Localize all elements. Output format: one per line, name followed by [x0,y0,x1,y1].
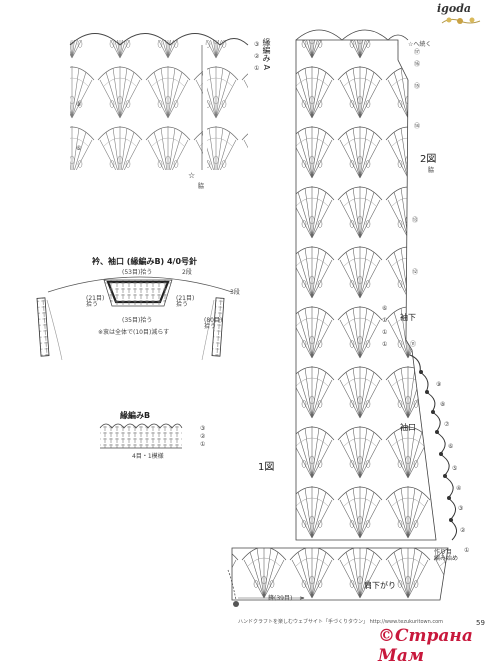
start-label: 作り目 編み始め [434,549,459,562]
flower-ornament-icon [440,15,482,27]
cuff-label: 袖口 [400,423,416,432]
panel-b-row-1: ① [200,441,206,448]
panel-b-chart [99,423,183,449]
panel-a-title: 緣編み A [262,38,271,71]
sleeve-side-label: (80目) 拾う [204,317,223,330]
row-marker-14: ⑭ [414,123,421,130]
footer-credit: ハンドクラフトを楽しむウェブサイト「手づくりタウン」 http://www.te… [238,619,444,625]
neck-bottom-count: (35目)拾う [122,317,153,324]
figure-1-label: 1図 [258,462,275,473]
panel-b-repeat-note: 4目・1模様 [132,453,164,460]
panel-a-row-3: ③ [254,41,260,48]
continue-label: ☆へ続く [408,41,432,48]
shoulder-label: 肩下がり [364,581,396,590]
figure-2-sub-label: 脇 [428,167,435,174]
page-number: 59 [476,619,485,627]
neck-note: ※衮は全体で(10目)減らす [98,329,170,336]
row-marker-8: ⑧ [440,401,446,408]
row-marker-16: ⑯ [414,61,421,68]
panel-a-marker-6: ⑥ [76,145,82,152]
main-figure [227,29,457,607]
row-marker-2: ② [460,527,466,534]
row-marker-13: ⑬ [412,217,419,224]
panel-a-row-1: ① [254,65,260,72]
neck-left-count: (21目) 拾う [86,295,105,308]
figure-2-label: 2図 [420,154,437,165]
neck-diagram [36,276,233,361]
site-watermark: ©Страна Мам [378,626,473,666]
neck-top-count: (53目)拾う [122,269,153,276]
sleeve-rounds-label: 3段 [230,289,240,296]
neck-right-count: (21目) 拾う [176,295,195,308]
chain-count-label: 鋒(39目) [268,595,293,602]
row-marker-17: ⑰ [414,49,421,56]
panel-b-title: 緣編みB [120,411,151,420]
row-marker-6: ⑥ [448,443,454,450]
neck-rounds-label: 2段 [182,269,192,276]
side-mark-1c: ① [382,341,388,348]
side-mark-1b: ① [382,329,388,336]
panel-a-chart [69,33,249,170]
row-marker-5: ⑤ [452,465,458,472]
panel-a-bottom-label: 脇 [198,183,205,190]
panel-a-row-2: ② [254,53,260,60]
sleeve-decrease-label: 袖下 [400,313,416,322]
brand-logo: igoda [437,2,472,15]
row-marker-1: ① [464,547,470,554]
panel-b-row-2: ② [200,433,206,440]
row-marker-15: ⑮ [414,83,421,90]
row-marker-4: ④ [456,485,462,492]
row-marker-11: ⑪ [410,341,417,348]
side-mark-1a: ① [382,317,388,324]
panel-a-marker-9: ⑨ [76,101,82,108]
panel-a-star: ☆ [188,171,196,180]
row-marker-7: ⑦ [444,421,450,428]
neck-title: 衿、袖口 (緣編みB) 4/0号針 [92,257,198,266]
crochet-chart [36,29,457,607]
row-marker-9: ⑨ [436,381,442,388]
row-marker-12: ⑫ [412,269,419,276]
side-mark-6: ⑥ [382,305,388,312]
row-marker-3: ③ [458,505,464,512]
panel-b-row-3: ③ [200,425,206,432]
